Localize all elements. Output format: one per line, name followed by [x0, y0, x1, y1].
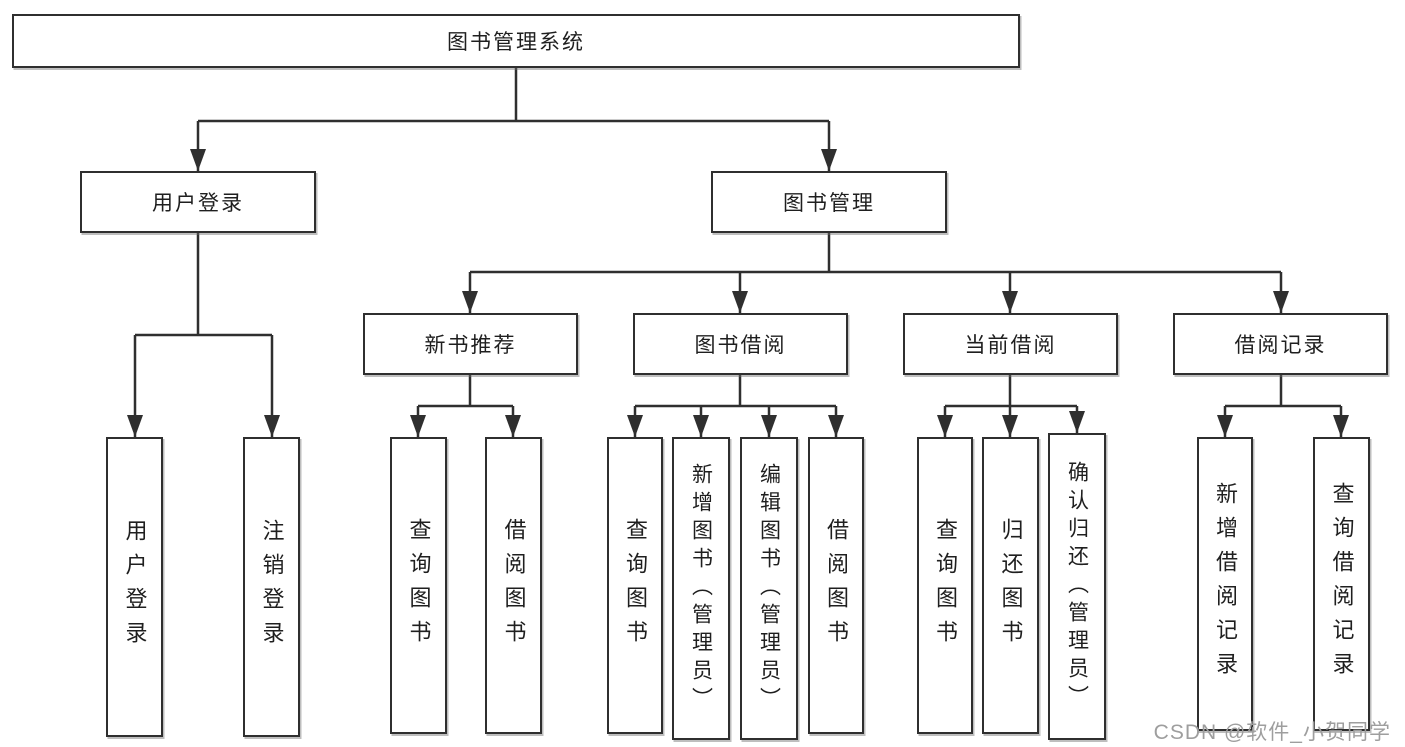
leaf-query-books-recommend-label: 查询图书	[406, 517, 432, 654]
leaf-logout-label: 注销登录	[259, 519, 285, 655]
node-current-borrow-label: 当前借阅	[964, 334, 1057, 357]
node-root-label: 图书管理系统	[447, 31, 585, 54]
node-borrow-records: 借阅记录	[1173, 313, 1388, 375]
leaf-borrow-books: 借阅图书	[808, 437, 864, 734]
node-user-login-label: 用户登录	[152, 192, 244, 215]
leaf-borrow-books-recommend-label: 借阅图书	[501, 517, 527, 654]
leaf-borrow-books-recommend: 借阅图书	[485, 437, 542, 734]
leaf-query-books-recommend: 查询图书	[390, 437, 447, 734]
leaf-edit-book-admin: 编辑图书（管理员）	[740, 437, 798, 740]
node-borrow-records-label: 借阅记录	[1234, 334, 1327, 357]
node-book-borrow: 图书借阅	[633, 313, 848, 375]
leaf-edit-book-admin-label: 编辑图书（管理员）	[757, 462, 781, 715]
leaf-return-books: 归还图书	[982, 437, 1039, 734]
leaf-query-books-borrow-label: 查询图书	[623, 517, 648, 654]
leaf-user-login: 用户登录	[106, 437, 163, 737]
node-new-book-recommend-label: 新书推荐	[424, 334, 517, 357]
leaf-add-borrow-record: 新增借阅记录	[1197, 437, 1253, 731]
leaf-logout: 注销登录	[243, 437, 300, 737]
node-book-management-label: 图书管理	[783, 192, 875, 215]
leaf-user-login-label: 用户登录	[122, 519, 148, 655]
leaf-confirm-return-admin-label: 确认归还（管理员）	[1065, 460, 1089, 713]
node-book-management: 图书管理	[711, 171, 947, 233]
leaf-confirm-return-admin: 确认归还（管理员）	[1048, 433, 1106, 740]
leaf-query-borrow-record-label: 查询借阅记录	[1329, 482, 1355, 686]
node-new-book-recommend: 新书推荐	[363, 313, 578, 375]
leaf-query-books-current-label: 查询图书	[933, 517, 958, 654]
node-root-system: 图书管理系统	[12, 14, 1020, 68]
leaf-add-book-admin: 新增图书（管理员）	[672, 437, 730, 740]
leaf-add-borrow-record-label: 新增借阅记录	[1213, 482, 1238, 686]
leaf-query-books-current: 查询图书	[917, 437, 973, 734]
leaf-query-books-borrow: 查询图书	[607, 437, 663, 734]
leaf-return-books-label: 归还图书	[998, 517, 1024, 654]
leaf-borrow-books-label: 借阅图书	[824, 517, 849, 654]
node-user-login: 用户登录	[80, 171, 316, 233]
node-current-borrow: 当前借阅	[903, 313, 1118, 375]
node-book-borrow-label: 图书借阅	[694, 334, 787, 357]
leaf-query-borrow-record: 查询借阅记录	[1313, 437, 1370, 731]
leaf-add-book-admin-label: 新增图书（管理员）	[689, 462, 713, 715]
